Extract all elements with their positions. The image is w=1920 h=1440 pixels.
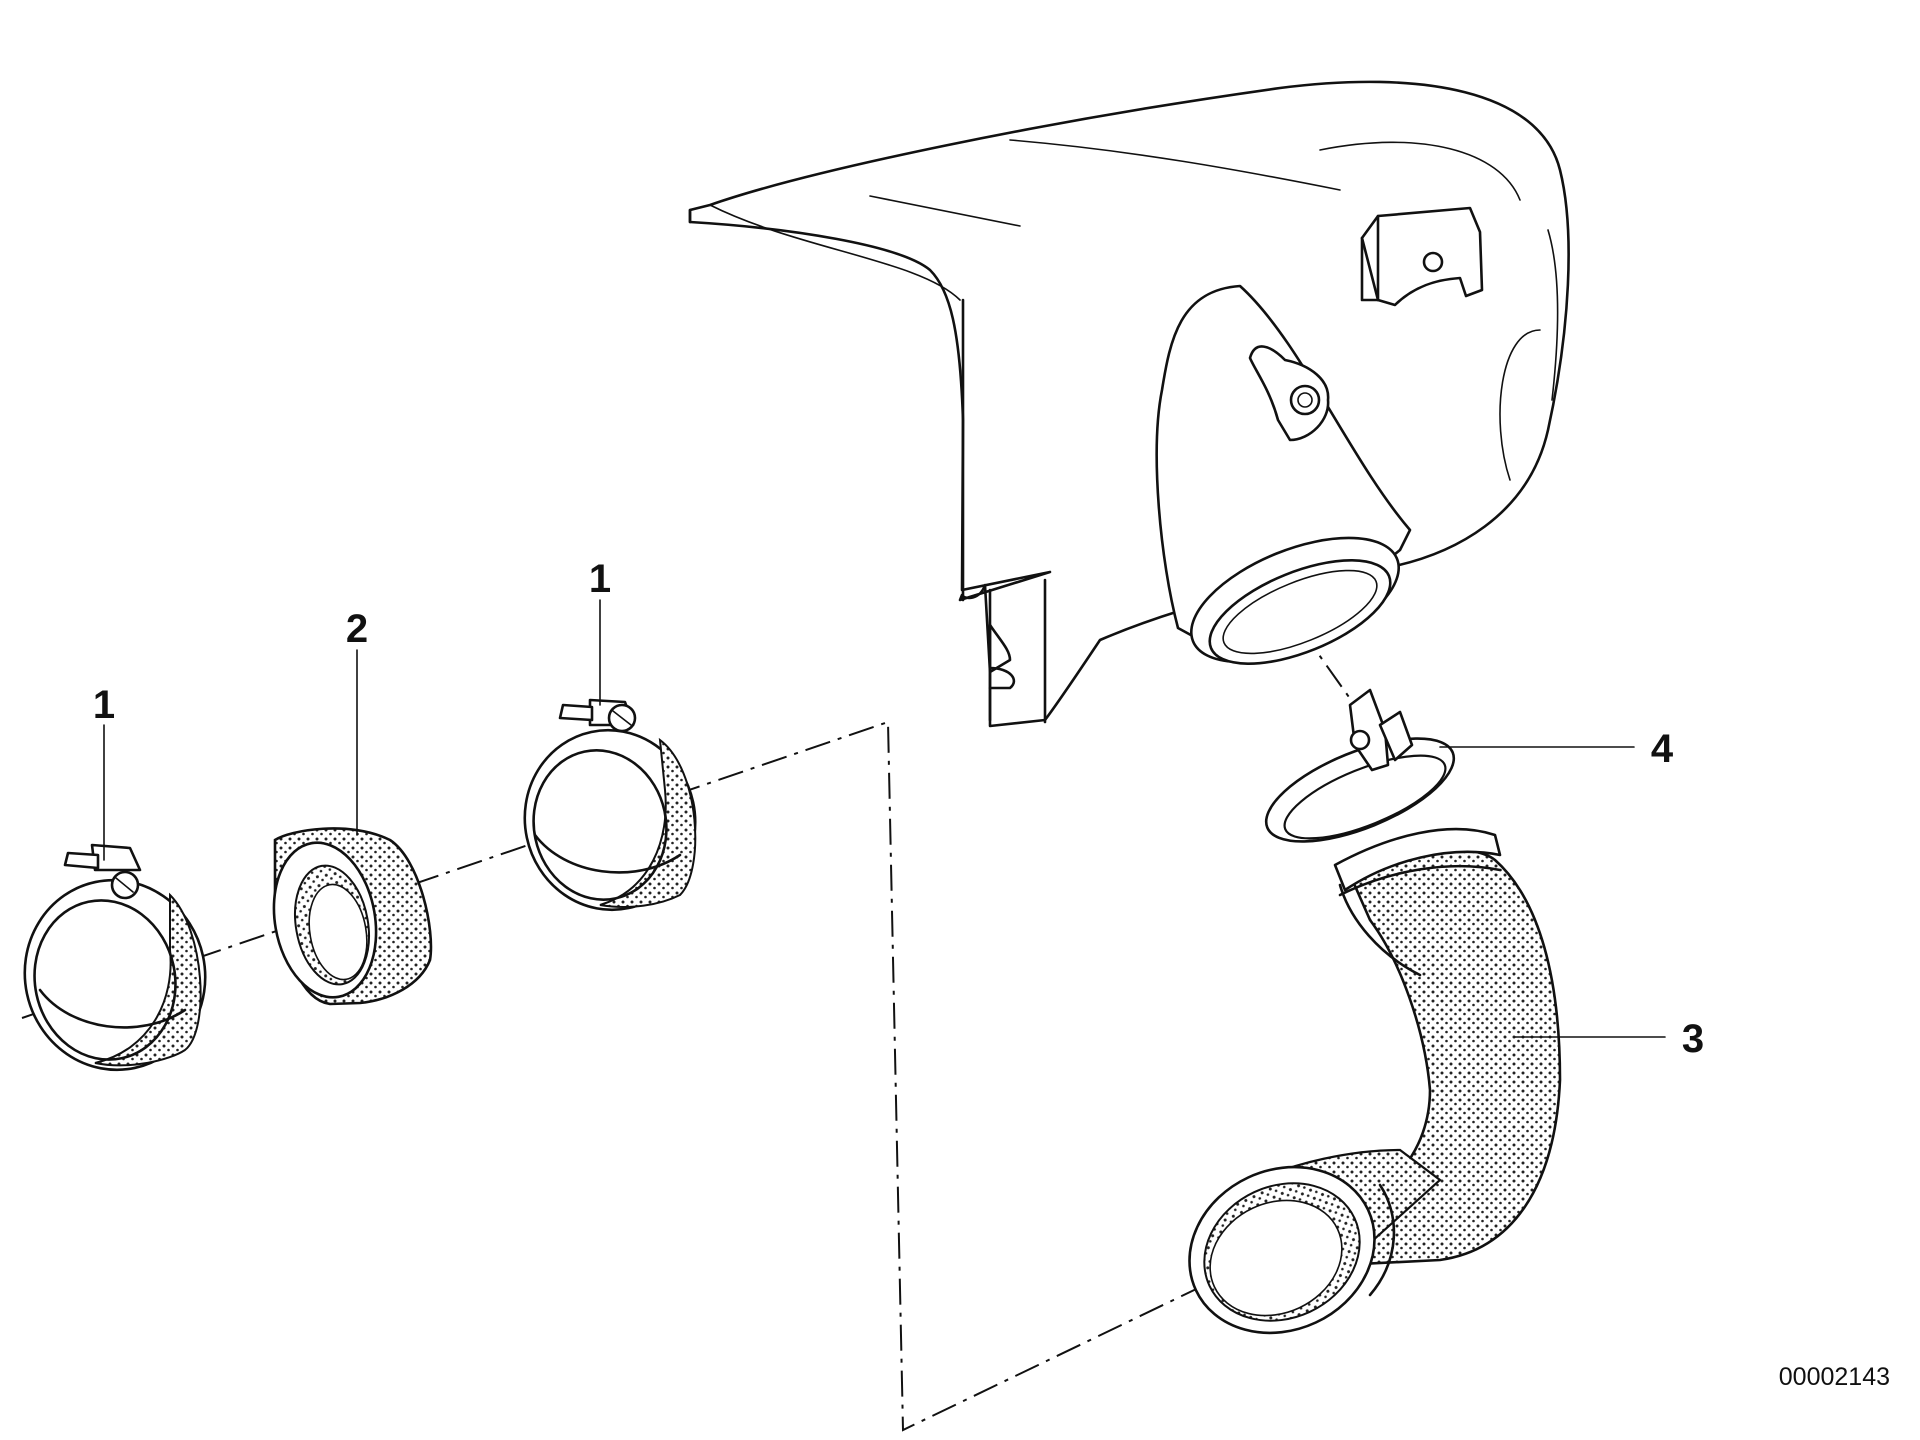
hose-clamp-left <box>23 843 207 1072</box>
callout-label: 2 <box>346 607 368 651</box>
intake-housing <box>688 80 1570 728</box>
callout-label: 3 <box>1682 1017 1704 1061</box>
diagram-id: 00002143 <box>1779 1363 1890 1391</box>
callout-label: 1 <box>589 557 611 601</box>
assembly-axis-line <box>21 627 1396 1432</box>
connector-sleeve <box>272 827 433 1006</box>
elbow-hose <box>1188 827 1562 1335</box>
hose-clamp-right <box>523 698 697 912</box>
leader-lines <box>103 599 1666 1038</box>
hose-clamp-small <box>1264 688 1456 843</box>
callout-label: 4 <box>1651 727 1674 771</box>
callout-label: 1 <box>93 683 115 727</box>
